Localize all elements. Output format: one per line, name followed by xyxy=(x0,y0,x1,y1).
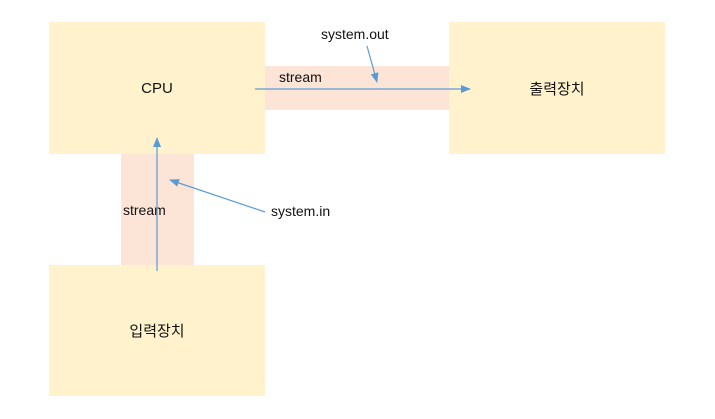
output-device-box: 출력장치 xyxy=(449,22,665,154)
cpu-box: CPU xyxy=(49,22,265,154)
system-in-label: system.in xyxy=(271,203,331,219)
input-device-box: 입력장치 xyxy=(49,265,265,396)
input-stream-label: stream xyxy=(123,202,166,218)
input-device-label: 입력장치 xyxy=(129,323,185,340)
output-stream-band xyxy=(265,66,449,110)
output-stream-label: stream xyxy=(279,69,322,85)
output-device-label: 출력장치 xyxy=(529,80,585,98)
system-out-label: system.out xyxy=(321,26,389,42)
system-out-pointer-arrow xyxy=(366,45,379,83)
system-in-pointer-arrow xyxy=(169,179,266,213)
cpu-label: CPU xyxy=(141,79,173,97)
